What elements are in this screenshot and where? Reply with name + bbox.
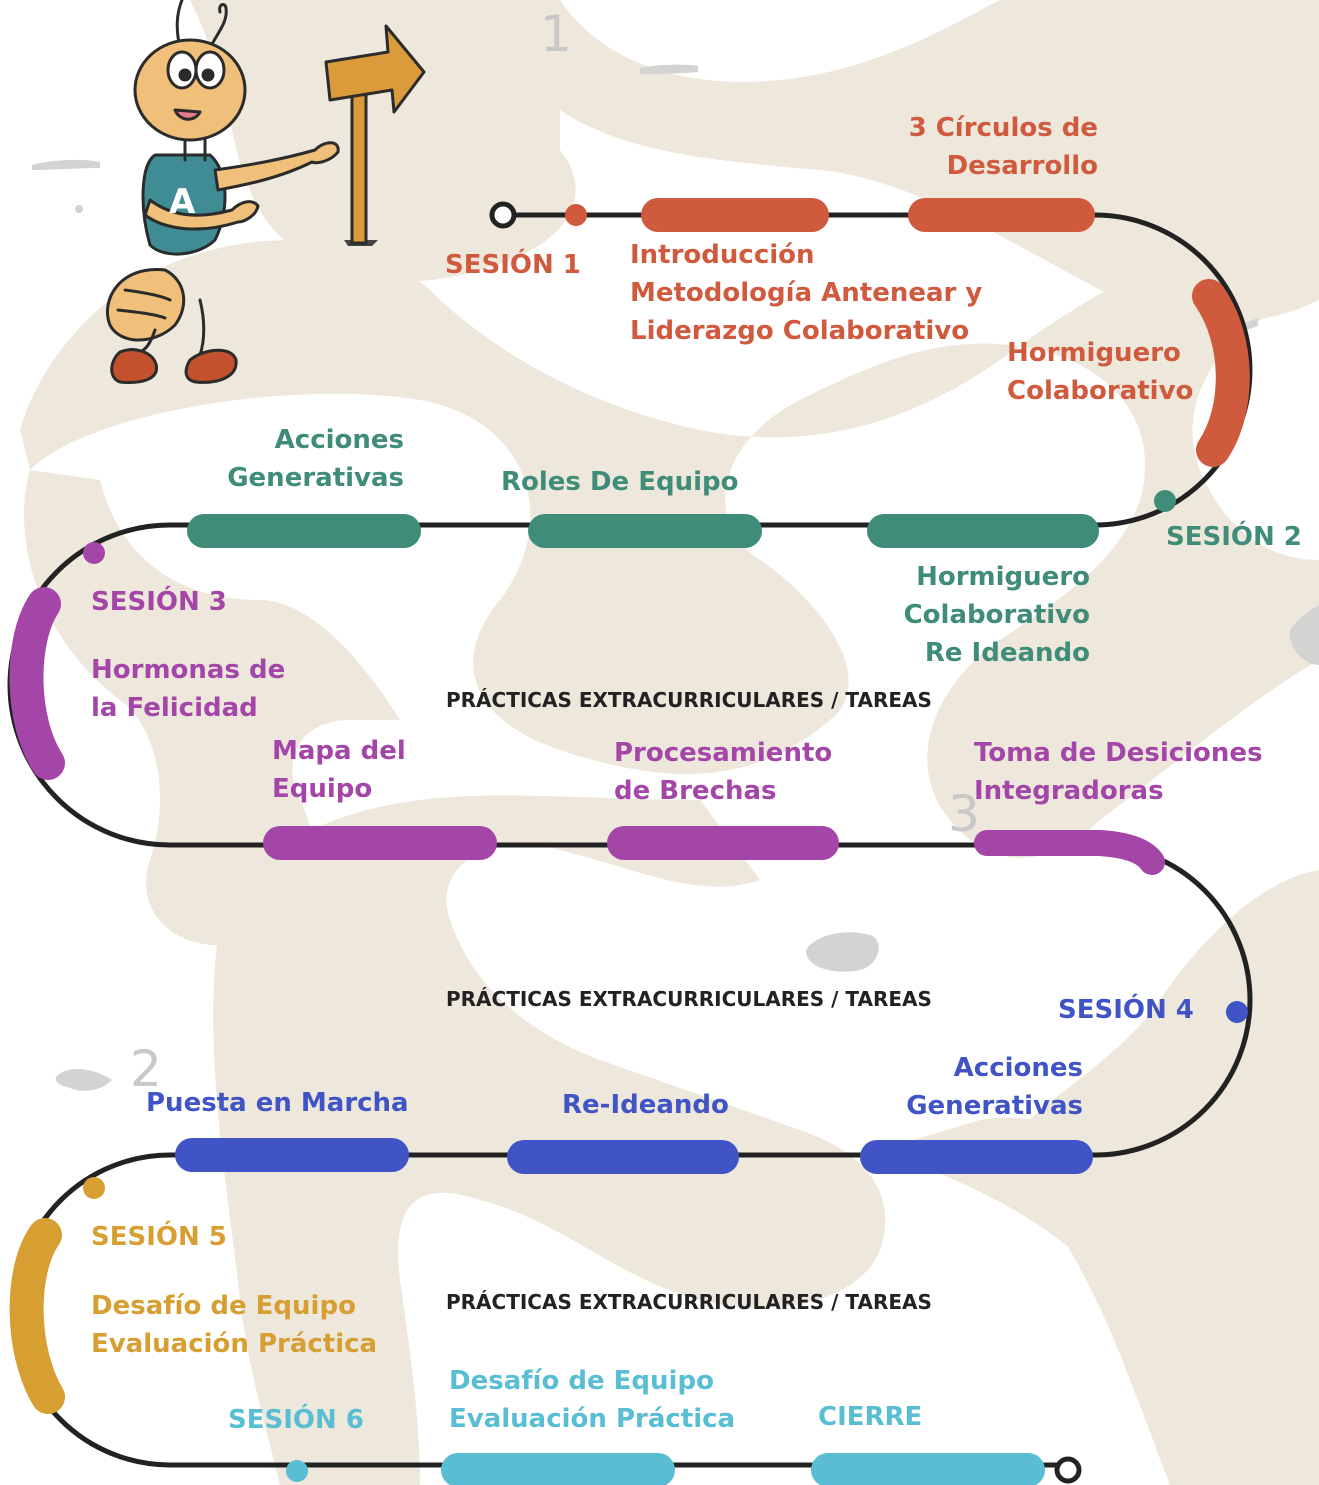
hormiguero-label: Hormiguero Colaborativo bbox=[1007, 334, 1193, 410]
hormonas-line-1: Hormonas de bbox=[91, 655, 286, 685]
circulos-line-2: Desarrollo bbox=[946, 151, 1098, 181]
procesamiento-label: Procesamiento de Brechas bbox=[614, 734, 832, 810]
hormiguero-reideando-line-2: Colaborativo bbox=[903, 600, 1090, 630]
segment-hormonas bbox=[9, 587, 65, 780]
circulos-line-1: 3 Círculos de bbox=[908, 113, 1098, 143]
intro-label: Introducción Metodología Antenear y Lide… bbox=[630, 236, 982, 350]
desafio-s6-label: Desafío de Equipo Evaluación Práctica bbox=[449, 1362, 735, 1438]
segment-hormiguero bbox=[1192, 279, 1250, 467]
decor-number-3: 3 bbox=[948, 785, 980, 843]
toma-line-2: Integradoras bbox=[974, 776, 1164, 806]
toma-line-1: Toma de Desiciones bbox=[974, 738, 1263, 768]
segment-desafio-s5 bbox=[9, 1218, 65, 1414]
practices-label-1: PRÁCTICAS EXTRACURRICULARES / TAREAS bbox=[446, 688, 932, 712]
session1-dot bbox=[565, 204, 587, 226]
mapa-label: Mapa del Equipo bbox=[272, 732, 406, 808]
hormiguero-line-2: Colaborativo bbox=[1007, 376, 1194, 406]
reideando-label: Re-Ideando bbox=[562, 1090, 729, 1120]
hormonas-label: Hormonas de la Felicidad bbox=[91, 651, 285, 727]
session5-label: SESIÓN 5 bbox=[91, 1222, 227, 1252]
session6-dot bbox=[286, 1460, 308, 1482]
acciones-s2-line-1: Acciones bbox=[274, 425, 404, 455]
desafio-s5-line-1: Desafío de Equipo bbox=[91, 1291, 356, 1321]
hormiguero-reideando-label: Hormiguero Colaborativo Re Ideando bbox=[904, 558, 1090, 672]
acciones-s4-line-2: Generativas bbox=[906, 1091, 1083, 1121]
session4-dot bbox=[1226, 1001, 1248, 1023]
session2-label: SESIÓN 2 bbox=[1166, 522, 1302, 552]
ant-mascot bbox=[105, 0, 340, 384]
intro-line-3: Liderazgo Colaborativo bbox=[630, 316, 970, 346]
mascot-shirt-letter: A bbox=[169, 182, 196, 222]
decor-number-2: 2 bbox=[130, 1040, 162, 1098]
intro-line-1: Introducción bbox=[630, 240, 815, 270]
procesamiento-line-1: Procesamiento bbox=[614, 738, 833, 768]
desafio-s6-line-2: Evaluación Práctica bbox=[449, 1404, 736, 1434]
mapa-line-2: Equipo bbox=[272, 774, 373, 804]
hormiguero-line-1: Hormiguero bbox=[1007, 338, 1181, 368]
hormiguero-reideando-line-1: Hormiguero bbox=[916, 562, 1090, 592]
acciones-s2-label: Acciones Generativas bbox=[227, 421, 404, 497]
practices-label-2: PRÁCTICAS EXTRACURRICULARES / TAREAS bbox=[446, 987, 932, 1011]
hormonas-line-2: la Felicidad bbox=[91, 693, 258, 723]
acciones-s4-line-1: Acciones bbox=[953, 1053, 1083, 1083]
session1-label: SESIÓN 1 bbox=[445, 250, 581, 280]
session3-dot bbox=[83, 542, 105, 564]
session6-label: SESIÓN 6 bbox=[228, 1405, 364, 1435]
segment-toma bbox=[974, 830, 1165, 875]
session2-dot bbox=[1154, 490, 1176, 512]
hormiguero-reideando-line-3: Re Ideando bbox=[924, 638, 1090, 668]
practices-label-3: PRÁCTICAS EXTRACURRICULARES / TAREAS bbox=[446, 1290, 932, 1314]
intro-line-2: Metodología Antenear y bbox=[630, 278, 983, 308]
signpost bbox=[324, 24, 426, 246]
end-marker bbox=[1054, 1456, 1082, 1484]
session4-label: SESIÓN 4 bbox=[1058, 995, 1194, 1025]
decorative-marks bbox=[32, 64, 1319, 1091]
desafio-s5-line-2: Evaluación Práctica bbox=[91, 1329, 378, 1359]
procesamiento-line-2: de Brechas bbox=[614, 776, 777, 806]
desafio-s6-line-1: Desafío de Equipo bbox=[449, 1366, 714, 1396]
session3-label: SESIÓN 3 bbox=[91, 587, 227, 617]
circulos-label: 3 Círculos de Desarrollo bbox=[909, 109, 1098, 185]
roles-label: Roles De Equipo bbox=[501, 467, 739, 497]
session5-dot bbox=[83, 1177, 105, 1199]
mapa-line-1: Mapa del bbox=[272, 736, 406, 766]
toma-label: Toma de Desiciones Integradoras bbox=[974, 734, 1263, 810]
acciones-s2-line-2: Generativas bbox=[227, 463, 404, 493]
start-marker bbox=[489, 201, 517, 229]
acciones-s4-label: Acciones Generativas bbox=[906, 1049, 1083, 1125]
desafio-s5-label: Desafío de Equipo Evaluación Práctica bbox=[91, 1287, 377, 1363]
decor-number-1: 1 bbox=[540, 5, 572, 63]
puesta-label: Puesta en Marcha bbox=[146, 1088, 409, 1118]
cierre-label: CIERRE bbox=[818, 1402, 923, 1432]
